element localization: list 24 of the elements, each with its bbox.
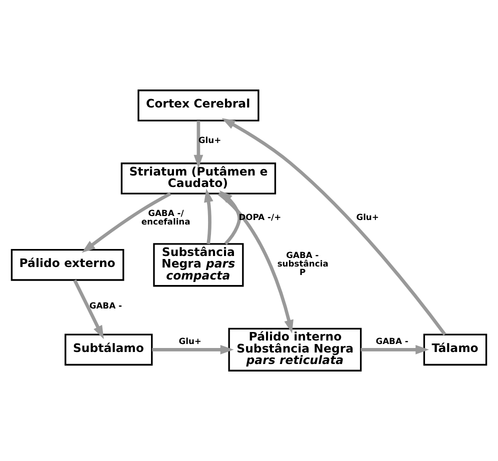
edge-label: Glu+ — [356, 212, 379, 222]
arrow — [219, 190, 242, 245]
arrow — [360, 344, 430, 354]
arrow — [82, 192, 172, 253]
node-box: Tálamo — [423, 334, 488, 366]
arrow — [204, 188, 214, 244]
arrow — [152, 344, 234, 354]
edge-label: GABA - — [89, 300, 122, 311]
node-box: Striatum (Putâmen e Caudato) — [120, 162, 276, 194]
edge-label: Glu+ — [178, 336, 202, 346]
arrow — [218, 192, 294, 334]
edge-label: GABA - — [376, 336, 408, 346]
edge-label: GABA -/ encefalina — [141, 208, 190, 227]
arrow — [222, 118, 446, 336]
node-box: Substância Negra pars compacta — [153, 243, 244, 287]
edge-label: GABA - substância P — [277, 250, 328, 277]
edge-label: Glu+ — [198, 135, 222, 146]
edge-label: DOPA -/+ — [238, 212, 282, 222]
node-box: Cortex Cerebral — [138, 90, 260, 122]
arrow — [73, 279, 104, 340]
node-box: Pálido interno Substância Negra pars reticulata — [228, 328, 362, 372]
arrow — [194, 120, 204, 168]
node-box: Pálido externo — [10, 248, 124, 281]
node-box: Subtálamo — [64, 334, 153, 366]
